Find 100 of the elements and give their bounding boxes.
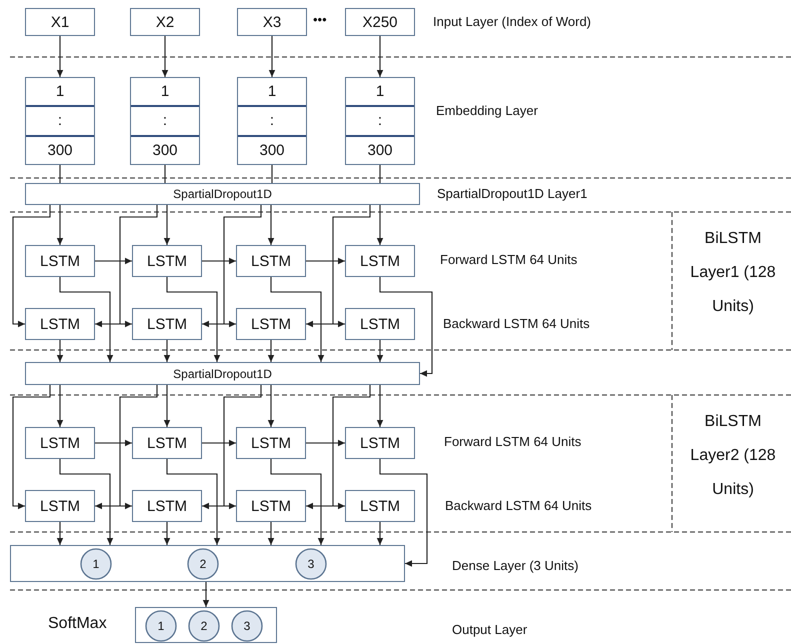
- embedding-vector-box: [237, 77, 307, 165]
- lstm-box: LSTM: [132, 427, 202, 459]
- arrow: [162, 36, 168, 77]
- lstm-box: LSTM: [236, 427, 306, 459]
- arrow: [268, 385, 274, 427]
- arrow: [95, 258, 132, 264]
- lstm-box: LSTM: [132, 245, 202, 277]
- connector-line: [271, 165, 273, 183]
- neuron-circle: 1: [145, 610, 177, 642]
- neuron-circle: 2: [188, 610, 220, 642]
- lstm-box: LSTM: [236, 490, 306, 522]
- vector-cell-text: 1: [266, 82, 278, 102]
- neuron-circle: 1: [80, 548, 112, 580]
- layer-label: Backward LSTM 64 Units: [445, 498, 592, 513]
- vector-cell: 300: [131, 134, 199, 164]
- arrow: [56, 522, 64, 545]
- arrow: [95, 320, 132, 328]
- lstm-box: LSTM: [25, 427, 95, 459]
- arrow: [166, 277, 220, 362]
- vector-cell-text: 1: [54, 82, 66, 102]
- vector-cell-text: 1: [160, 82, 170, 102]
- layer-label: Input Layer (Index of Word): [433, 14, 592, 29]
- dropout-layer-box: SpartialDropout1D: [25, 183, 420, 205]
- arrow: [376, 340, 384, 362]
- connector-line: [379, 165, 381, 183]
- arrow: [306, 320, 345, 328]
- layer-label: BiLSTM Layer2 (128 Units): [689, 412, 777, 500]
- arrow: [223, 385, 262, 510]
- layer-label: Forward LSTM 64 Units: [444, 434, 582, 449]
- arrow: [164, 340, 170, 362]
- arrow: [59, 277, 114, 362]
- lstm-box: LSTM: [25, 308, 95, 340]
- input-box: X250: [345, 8, 415, 36]
- embedding-vector-box: [130, 77, 200, 165]
- arrow: [202, 582, 210, 607]
- arrow: [270, 277, 324, 362]
- arrow: [306, 502, 345, 510]
- arrow: [332, 205, 371, 328]
- neuron-circle: 3: [295, 548, 327, 580]
- embedding-vector-box: [25, 77, 95, 165]
- lstm-box: LSTM: [345, 427, 415, 459]
- embedding-vector-box: [345, 77, 415, 165]
- arrow: [379, 277, 433, 377]
- lstm-box: LSTM: [236, 245, 306, 277]
- layer-label: Forward LSTM 64 Units: [440, 252, 578, 267]
- arrow: [332, 385, 371, 510]
- connector-line: [164, 165, 166, 183]
- input-box: X1: [25, 8, 95, 36]
- arrow: [379, 459, 428, 567]
- arrow: [376, 385, 384, 427]
- arrow: [223, 205, 262, 328]
- lstm-box: LSTM: [345, 245, 415, 277]
- input-box: X2: [130, 8, 200, 36]
- vector-cell: :: [26, 105, 94, 135]
- neuron-circle: 2: [187, 548, 219, 580]
- layer-label: Output Layer: [452, 622, 528, 637]
- arrow: [119, 205, 158, 328]
- vector-cell: 300: [238, 134, 306, 164]
- neuron-circle: 3: [231, 610, 263, 642]
- arrow: [268, 205, 274, 245]
- lstm-box: LSTM: [132, 490, 202, 522]
- arrow: [119, 385, 158, 510]
- arrow: [12, 385, 51, 510]
- vector-cell-text: 1: [374, 82, 386, 102]
- arrow: [166, 459, 220, 545]
- layer-label: SpartialDropout1D Layer1: [437, 186, 588, 201]
- vector-cell: 300: [26, 134, 94, 164]
- arrow: [202, 502, 236, 510]
- arrow: [56, 36, 64, 77]
- node-caption: SoftMax: [48, 615, 107, 633]
- arrow: [12, 205, 51, 328]
- arrow: [56, 385, 64, 427]
- dense-layer-box: [10, 545, 405, 582]
- vector-cell: :: [238, 105, 306, 135]
- arrow: [268, 522, 274, 545]
- arrow: [376, 205, 384, 245]
- lstm-box: LSTM: [345, 308, 415, 340]
- lstm-box: LSTM: [132, 308, 202, 340]
- vector-cell: :: [346, 105, 414, 135]
- arrow: [268, 36, 276, 77]
- arrow: [202, 258, 236, 264]
- layer-label: Dense Layer (3 Units): [452, 558, 578, 573]
- arrow: [56, 340, 64, 362]
- arrow: [164, 205, 170, 245]
- layer-label: BiLSTM Layer1 (128 Units): [689, 229, 777, 317]
- lstm-box: LSTM: [25, 245, 95, 277]
- arrow: [306, 440, 345, 446]
- arrow: [202, 320, 236, 328]
- arrow: [376, 522, 384, 545]
- connector-line: [59, 165, 61, 183]
- layer-label: Backward LSTM 64 Units: [443, 316, 590, 331]
- lstm-box: LSTM: [236, 308, 306, 340]
- arrow: [376, 36, 384, 77]
- dropout-layer-box: SpartialDropout1D: [25, 362, 420, 385]
- lstm-box: LSTM: [25, 490, 95, 522]
- arrow: [164, 522, 170, 545]
- arrow: [56, 205, 64, 245]
- arrow: [202, 440, 236, 446]
- arrow: [306, 258, 345, 264]
- arrow: [95, 502, 132, 510]
